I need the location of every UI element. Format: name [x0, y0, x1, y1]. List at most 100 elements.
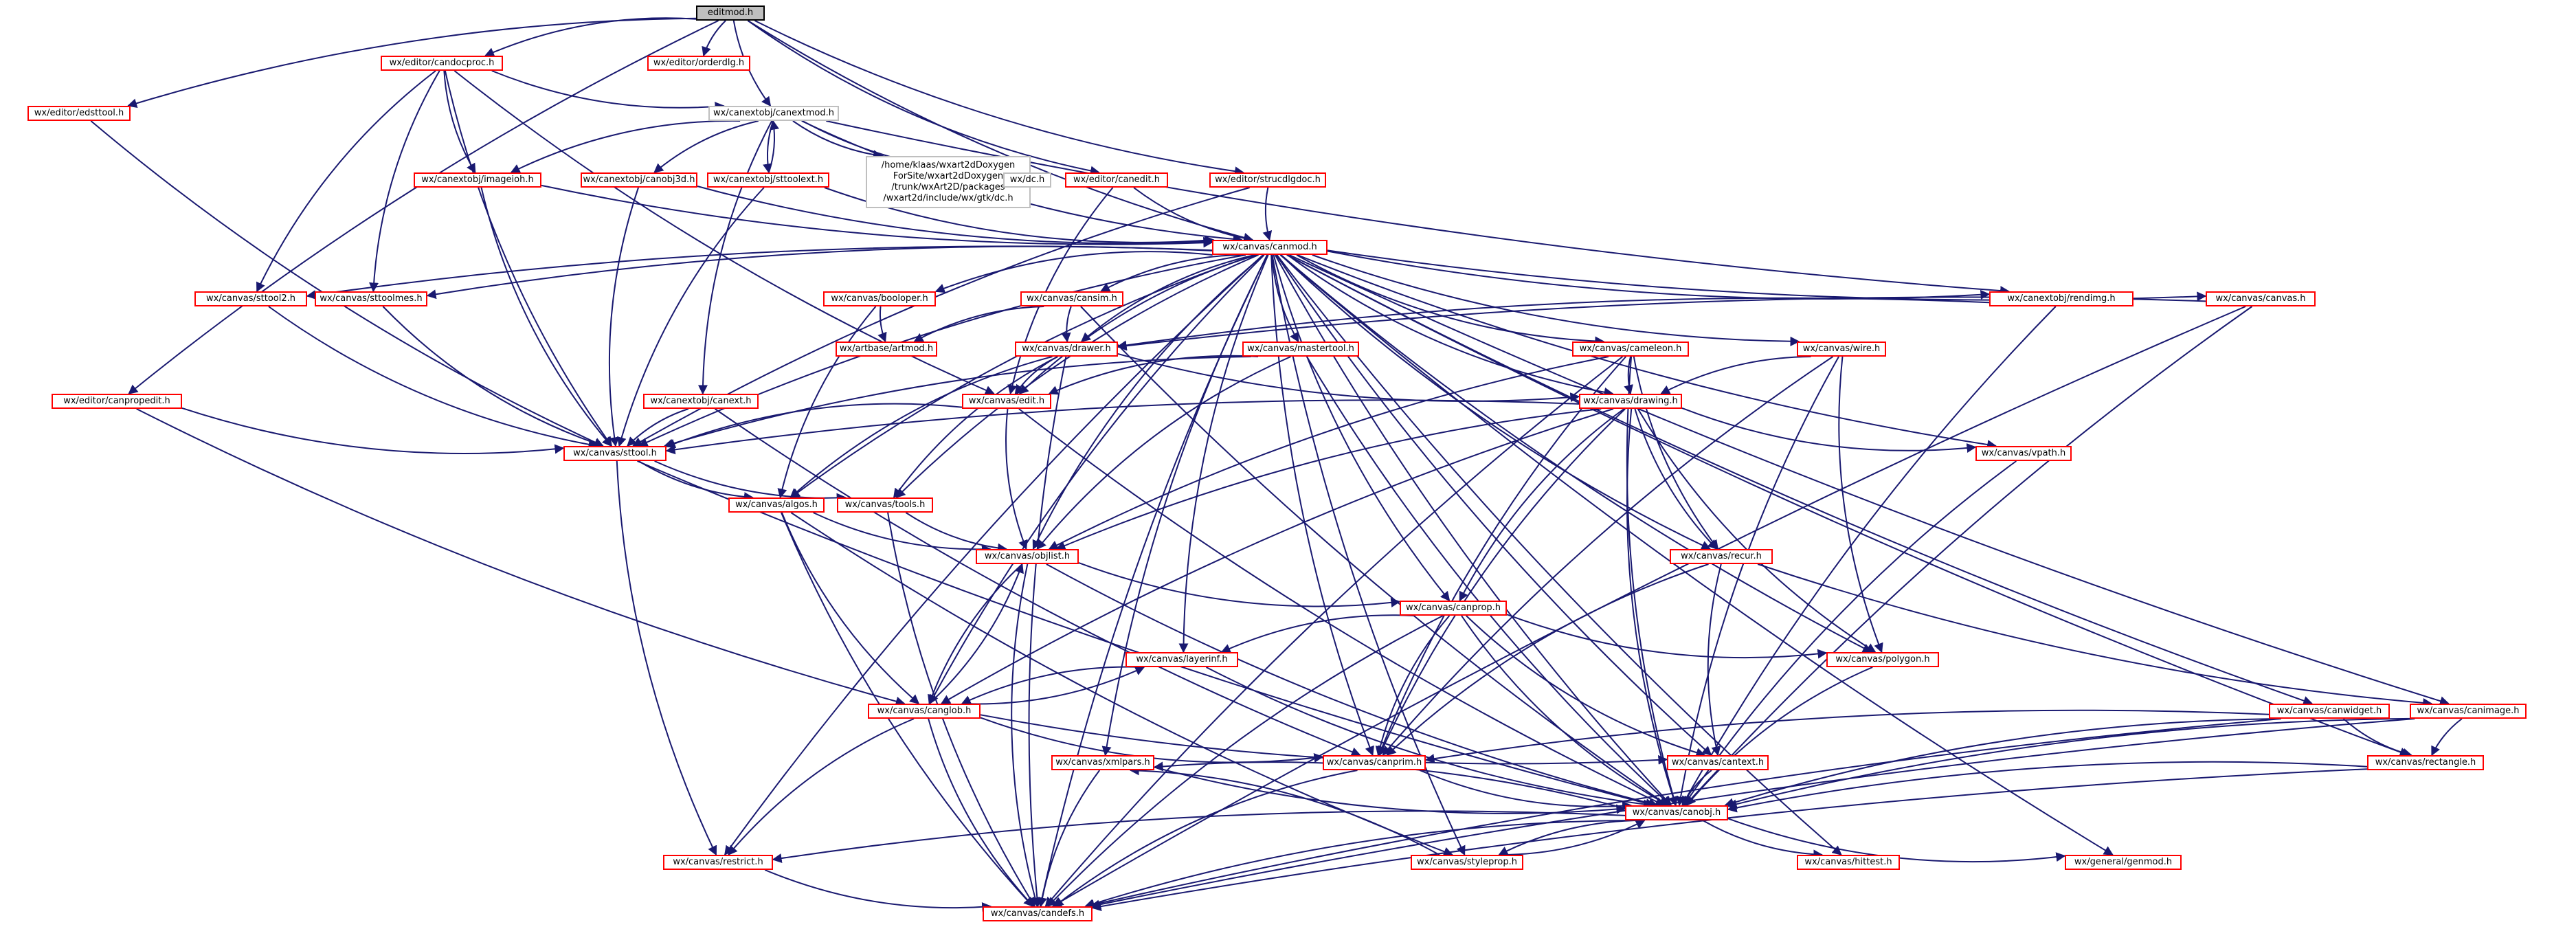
- node-label: wx/canvas/drawing.h: [1583, 396, 1678, 406]
- node-label: wx/editor/orderdlg.h: [653, 58, 745, 68]
- node-label: wx/canvas/canvas.h: [2215, 293, 2306, 304]
- edge-mastertool-to-sttool: [663, 356, 1251, 449]
- edge-tools-to-objlist: [905, 512, 1008, 553]
- node-label: wx/canvas/vpath.h: [1981, 448, 2066, 458]
- node-rectangle[interactable]: wx/canvas/rectangle.h: [2367, 755, 2484, 770]
- node-edit[interactable]: wx/canvas/edit.h: [962, 394, 1051, 409]
- node-canimage[interactable]: wx/canvas/canimage.h: [2410, 704, 2527, 719]
- edge-editmod-to-orderdlg: [702, 20, 726, 57]
- node-label: wx/canvas/candefs.h: [990, 908, 1085, 919]
- edge-cameleon-to-objlist: [1048, 356, 1609, 550]
- edge-canprop-to-canobj: [1461, 615, 1670, 806]
- node-sttool[interactable]: wx/canvas/sttool.h: [563, 446, 667, 461]
- edge-drawer-to-drawing: [1117, 352, 1580, 403]
- node-edsttool[interactable]: wx/editor/edsttool.h: [27, 106, 131, 121]
- edge-canpropedit-to-canglob: [136, 408, 906, 706]
- edge-editmod-to-canedit: [747, 20, 1100, 176]
- node-canedit[interactable]: wx/editor/canedit.h: [1065, 172, 1168, 188]
- edge-layerinf-to-canglob: [961, 666, 1145, 705]
- node-sttoolext[interactable]: wx/canextobj/sttoolext.h: [707, 172, 829, 188]
- edge-booloper-to-artmod: [877, 306, 887, 343]
- node-genmod[interactable]: wx/general/genmod.h: [2065, 855, 2182, 870]
- node-candefs[interactable]: wx/canvas/candefs.h: [983, 906, 1093, 921]
- node-recur[interactable]: wx/canvas/recur.h: [1670, 549, 1773, 564]
- edge-imageioh-to-sttool: [480, 187, 612, 447]
- node-mastertool[interactable]: wx/canvas/mastertool.h: [1242, 342, 1359, 357]
- node-label: wx/canvas/cantext.h: [1671, 757, 1765, 768]
- edge-cantext-to-canobj: [1682, 770, 1712, 807]
- node-label: wx/editor/strucdlgdoc.h: [1215, 175, 1321, 185]
- node-canprop[interactable]: wx/canvas/canprop.h: [1400, 601, 1507, 616]
- edge-candocproc-to-sttool: [444, 70, 612, 447]
- edge-rendimg-to-drawer: [1117, 297, 1990, 350]
- node-canvas[interactable]: wx/canvas/canvas.h: [2206, 291, 2316, 306]
- node-imageioh[interactable]: wx/canextobj/imageioh.h: [414, 172, 541, 188]
- node-drawing[interactable]: wx/canvas/drawing.h: [1579, 394, 1682, 409]
- node-cantext[interactable]: wx/canvas/cantext.h: [1667, 755, 1769, 770]
- edge-drawing-to-canprop: [1459, 408, 1625, 602]
- edge-canmod-to-mastertool: [1271, 254, 1299, 343]
- edge-sttool-to-restrict: [616, 460, 717, 856]
- edge-canmod-to-canobj: [1275, 254, 1672, 807]
- node-restrict[interactable]: wx/canvas/restrict.h: [663, 855, 773, 870]
- node-polygon[interactable]: wx/canvas/polygon.h: [1826, 652, 1939, 667]
- edge-canextmod-to-gtkdc: [792, 120, 883, 160]
- node-tools[interactable]: wx/canvas/tools.h: [837, 497, 933, 513]
- node-algos[interactable]: wx/canvas/algos.h: [728, 497, 825, 513]
- edge-canmod-to-cantext: [1275, 254, 1712, 756]
- edge-objlist-to-canprop: [1078, 562, 1401, 607]
- node-canglob[interactable]: wx/canvas/canglob.h: [868, 704, 981, 719]
- node-rendimg[interactable]: wx/canextobj/rendimg.h: [1989, 291, 2133, 306]
- node-cansim[interactable]: wx/canvas/cansim.h: [1020, 291, 1123, 306]
- node-canobj3d[interactable]: wx/canextobj/canobj3d.h: [581, 172, 697, 188]
- edge-styleprop-to-canobj: [1499, 820, 1646, 856]
- node-canpropedit[interactable]: wx/editor/canpropedit.h: [52, 394, 182, 409]
- node-xmlpars[interactable]: wx/canvas/xmlpars.h: [1051, 755, 1154, 770]
- node-orderdlg[interactable]: wx/editor/orderdlg.h: [647, 56, 750, 71]
- edge-vpath-to-canobj: [1683, 460, 2017, 807]
- node-sttoolmes[interactable]: wx/canvas/sttoolmes.h: [315, 291, 427, 306]
- edge-drawing-to-sttool: [665, 399, 1580, 455]
- edge-candocproc-to-sttoolmes: [369, 70, 440, 293]
- node-sttool2[interactable]: wx/canvas/sttool2.h: [194, 291, 307, 306]
- node-canprim[interactable]: wx/canvas/canprim.h: [1323, 755, 1426, 770]
- node-cameleon[interactable]: wx/canvas/cameleon.h: [1572, 342, 1689, 357]
- edge-xmlpars-to-candefs: [1038, 770, 1101, 908]
- node-styleprop[interactable]: wx/canvas/styleprop.h: [1411, 855, 1523, 870]
- edge-canobj3d-to-sttool: [608, 187, 639, 447]
- node-canext[interactable]: wx/canextobj/canext.h: [643, 394, 759, 409]
- edge-canwidget-to-canobj: [1724, 718, 2281, 807]
- edge-editmod-to-canmod: [747, 20, 1254, 243]
- node-vpath[interactable]: wx/canvas/vpath.h: [1975, 446, 2072, 461]
- edge-canext-to-canprim: [714, 408, 1361, 757]
- edge-cameleon-to-canobj: [1626, 356, 1679, 807]
- node-candocproc[interactable]: wx/editor/candocproc.h: [381, 56, 503, 71]
- edge-drawing-to-canobj: [1626, 408, 1678, 807]
- node-label: wx/canvas/canimage.h: [2417, 706, 2520, 716]
- node-canwidget[interactable]: wx/canvas/canwidget.h: [2269, 704, 2390, 719]
- edge-cansim-to-artmod: [913, 306, 1044, 342]
- node-label: wx/canvas/cansim.h: [1027, 293, 1117, 304]
- node-artmod[interactable]: wx/artbase/artmod.h: [836, 342, 937, 357]
- edge-editmod-to-strucdlgdoc: [754, 20, 1244, 177]
- node-strucdlgdoc[interactable]: wx/editor/strucdlgdoc.h: [1209, 172, 1326, 188]
- node-label: wx/canvas/styleprop.h: [1417, 857, 1517, 867]
- node-layerinf[interactable]: wx/canvas/layerinf.h: [1125, 652, 1238, 667]
- node-objlist[interactable]: wx/canvas/objlist.h: [976, 549, 1079, 564]
- node-label: wx/canvas/hittest.h: [1804, 857, 1892, 867]
- node-canmod[interactable]: wx/canvas/canmod.h: [1212, 240, 1328, 255]
- node-hittest[interactable]: wx/canvas/hittest.h: [1797, 855, 1900, 870]
- node-booloper[interactable]: wx/canvas/booloper.h: [823, 291, 936, 306]
- edge-recur-to-canprim: [1386, 563, 1709, 756]
- node-canobj[interactable]: wx/canvas/canobj.h: [1625, 805, 1728, 820]
- node-label: wx/editor/edsttool.h: [34, 108, 124, 118]
- node-drawer[interactable]: wx/canvas/drawer.h: [1015, 342, 1118, 357]
- node-wx-dc: wx/dc.h: [1003, 172, 1051, 188]
- edge-mastertool-to-objlist: [1036, 356, 1291, 550]
- node-wire[interactable]: wx/canvas/wire.h: [1797, 342, 1886, 357]
- edge-cameleon-to-recur: [1633, 356, 1719, 550]
- edge-sttool-to-algos: [638, 460, 754, 502]
- edge-restrict-to-candefs: [764, 869, 992, 912]
- edge-rendimg-to-canobj: [1681, 306, 2057, 807]
